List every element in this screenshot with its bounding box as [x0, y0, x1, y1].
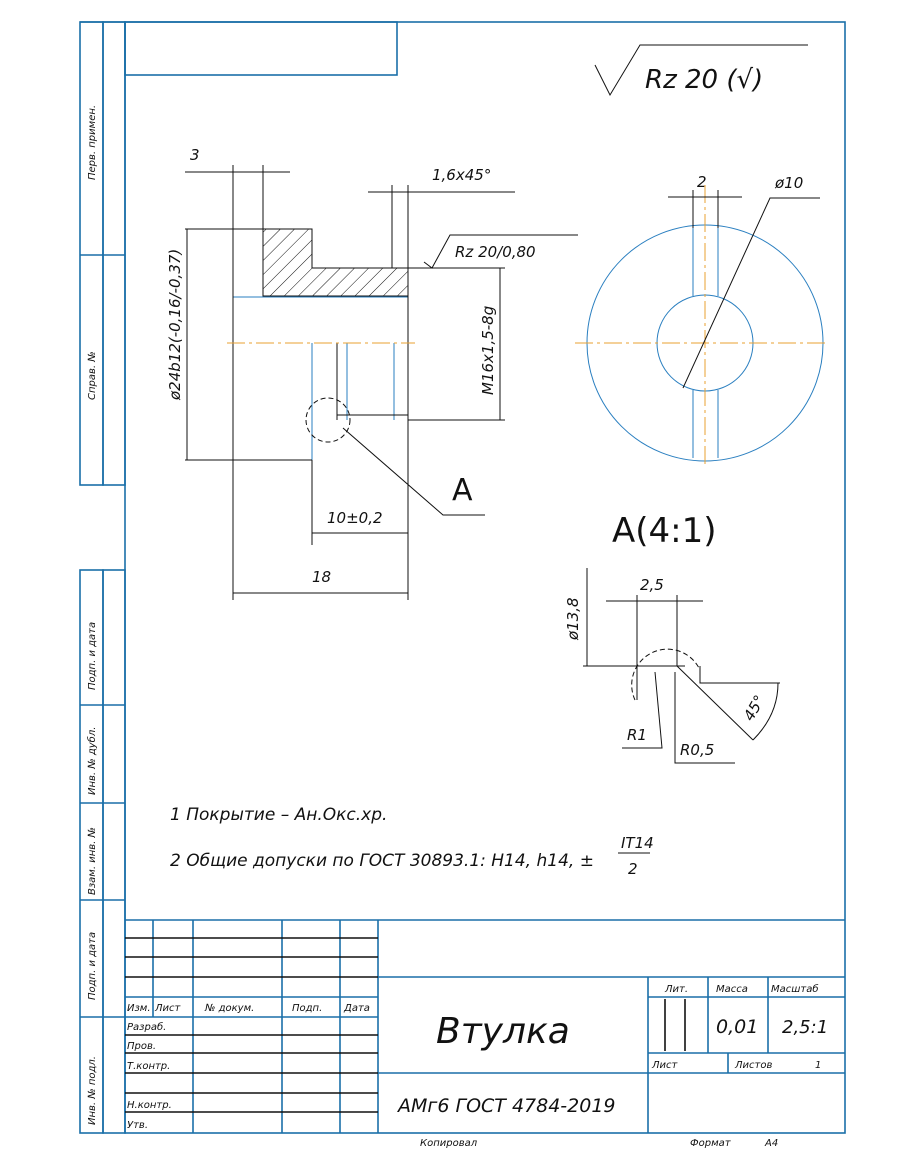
technical-notes: 1 Покрытие – Ан.Окс.хр. 2 Общие допуски …: [170, 805, 654, 878]
role-label: Разраб.: [127, 1021, 166, 1033]
mass-label: Масса: [716, 984, 748, 995]
mass-value: 0,01: [716, 1016, 758, 1038]
scale-label: Масштаб: [771, 983, 819, 995]
lit-label: Лит.: [664, 984, 688, 995]
svg-text:Rz 20 (√): Rz 20 (√): [645, 65, 763, 95]
dim-chamfer: 1,6x45°: [432, 166, 491, 184]
main-view: 3 1,6x45° Rz 20/0,80 ø24b12(-0,16/-0,37)…: [166, 146, 578, 600]
dim-2-5: 2,5: [640, 576, 664, 594]
dim-r1: R1: [627, 726, 647, 744]
dim-10: 10±0,2: [327, 509, 383, 527]
sheet-label: Лист: [651, 1060, 679, 1071]
material: АМг6 ГОСТ 4784-2019: [396, 1095, 616, 1117]
copied-label: Копировал: [420, 1138, 478, 1149]
dim-2: 2: [697, 173, 707, 191]
dim-18: 18: [312, 568, 331, 586]
dim-r0-5: R0,5: [680, 741, 714, 759]
detail-title: A(4:1): [612, 511, 717, 551]
dim-3: 3: [190, 146, 200, 164]
detail-view: A(4:1) 2,5 ø13,8 R1 R0,5 45°: [564, 511, 780, 764]
dim-thread: M16x1,5-8g: [479, 306, 497, 395]
col-header: № докум.: [204, 1003, 254, 1014]
note-2: 2 Общие допуски по ГОСТ 30893.1: H14, h1…: [170, 851, 594, 871]
role-label: Н.контр.: [127, 1100, 172, 1111]
general-roughness: Rz 20 (√): [594, 44, 808, 97]
dim-dia13-8: ø13,8: [564, 597, 582, 641]
stamp-label: Инв. № подл.: [87, 1056, 98, 1125]
note-fraction-den: 2: [628, 860, 638, 878]
dim-dia10: ø10: [774, 174, 803, 192]
sheets-count: 1: [815, 1060, 821, 1071]
side-stamps: Перв. примен. Справ. № Подп. и дата Инв.…: [86, 105, 98, 1125]
scale-value: 2,5:1: [782, 1017, 828, 1038]
col-header: Изм.: [127, 1003, 151, 1014]
stamp-label: Подп. и дата: [87, 932, 98, 1000]
roughness-local: Rz 20/0,80: [455, 243, 536, 261]
title-block: Изм. Лист № докум. Подп. Дата Разраб. Пр…: [125, 919, 845, 1149]
dim-dia24: ø24b12(-0,16/-0,37): [166, 249, 184, 401]
role-label: Пров.: [127, 1041, 156, 1052]
format-label: Формат: [690, 1138, 732, 1149]
stamp-label: Подп. и дата: [87, 622, 98, 690]
side-view: 2 ø10: [575, 173, 828, 465]
sheets-label: Листов: [734, 1060, 772, 1071]
note-fraction-num: IT14: [621, 834, 654, 852]
role-label: Т.контр.: [127, 1061, 170, 1072]
stamp-label: Инв. № дубл.: [86, 727, 98, 795]
col-header: Подп.: [292, 1003, 322, 1014]
col-header: Лист: [154, 1003, 182, 1014]
view-label: A: [452, 473, 473, 508]
note-1: 1 Покрытие – Ан.Окс.хр.: [170, 805, 387, 825]
sheet-frame: [79, 21, 846, 1134]
format-value: А4: [764, 1138, 778, 1149]
stamp-label: Перв. примен.: [87, 105, 98, 180]
part-name: Втулка: [436, 1011, 570, 1052]
role-label: Утв.: [127, 1120, 148, 1131]
stamp-label: Справ. №: [87, 351, 98, 400]
col-header: Дата: [343, 1003, 370, 1014]
stamp-label: Взам. инв. №: [87, 827, 98, 895]
